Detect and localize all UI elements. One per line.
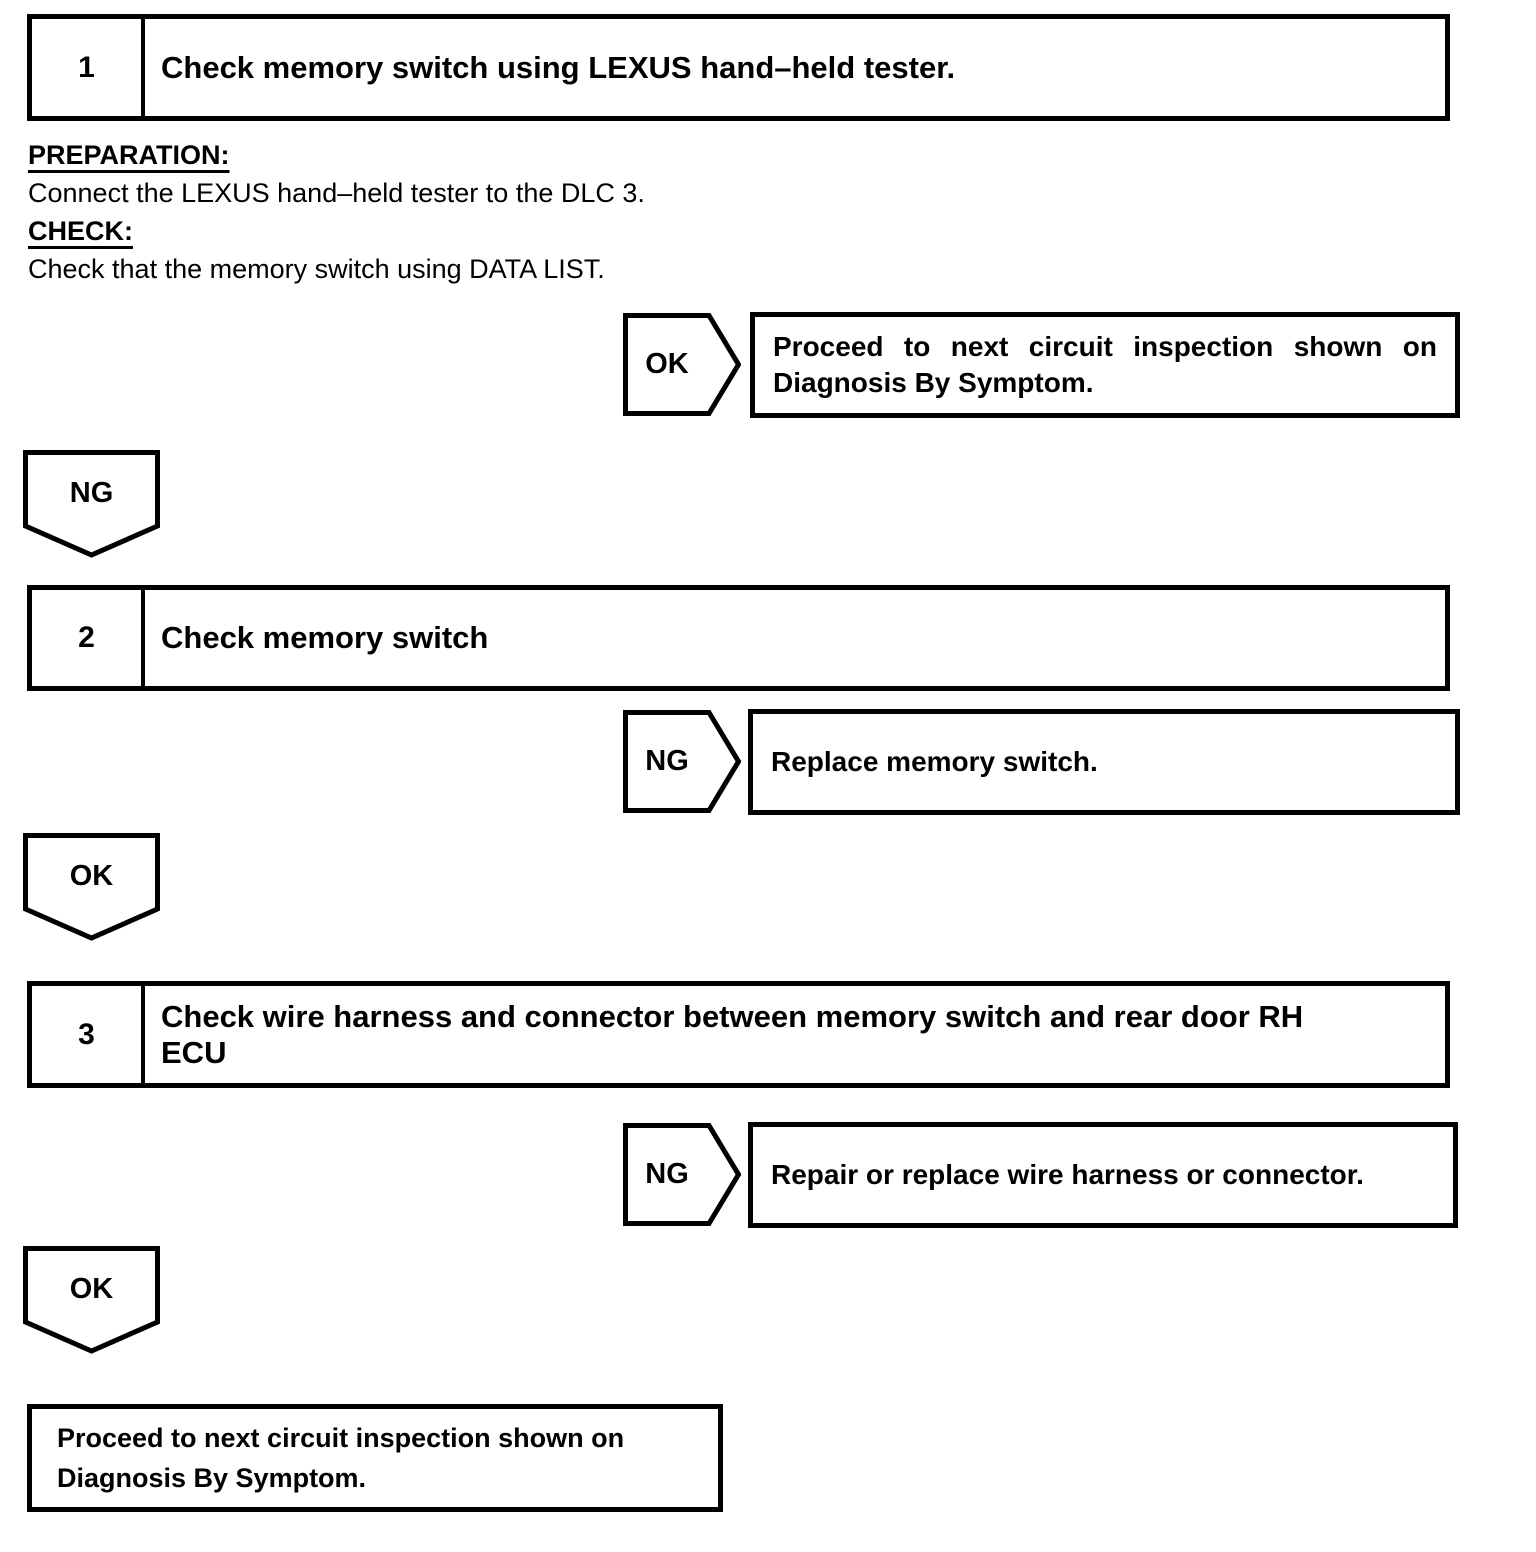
down-pentagon-icon	[23, 1246, 160, 1354]
ng-result-2-line1: Repair or replace wire harness or connec…	[771, 1159, 1364, 1190]
preparation-text: Connect the LEXUS hand–held tester to th…	[28, 178, 645, 208]
right-arrow-pentagon-icon	[623, 1123, 741, 1226]
check-text: Check that the memory switch using DATA …	[28, 254, 605, 284]
final-result-line1: Proceed to next circuit inspection shown…	[57, 1423, 625, 1453]
step-1-title-line1: Check memory switch using LEXUS hand–hel…	[161, 49, 956, 85]
step-3-title-line1: Check wire harness and connector between…	[161, 998, 1304, 1034]
step-2-number: 2	[32, 590, 145, 686]
ok-result-line2: Diagnosis By Symptom.	[773, 367, 1094, 398]
ng-connector-label: NG	[69, 476, 114, 509]
final-result-line2: Diagnosis By Symptom.	[57, 1463, 367, 1493]
step-2-title-line1: Check memory switch	[161, 620, 489, 655]
ok-connector-2: OK	[23, 1246, 160, 1354]
ng-branch-arrow-2: NG	[623, 1123, 741, 1226]
ng-result-1-line1: Replace memory switch.	[771, 746, 1098, 777]
ng-result-box-1: Replace memory switch.	[748, 709, 1460, 815]
step-3-number: 3	[32, 986, 145, 1083]
right-arrow-pentagon-icon	[623, 710, 741, 813]
step-2-box: 2 Check memory switch	[27, 585, 1450, 691]
step-1-number: 1	[32, 19, 145, 116]
down-pentagon-icon	[23, 450, 160, 558]
ok-branch-arrow: OK	[623, 313, 741, 416]
check-label: CHECK:	[28, 216, 133, 246]
ng-result-box-2: Repair or replace wire harness or connec…	[748, 1122, 1458, 1228]
final-result-box: Proceed to next circuit inspection shown…	[27, 1404, 723, 1512]
ok-result-box: Proceed to next circuit inspection shown…	[750, 312, 1460, 418]
ng-branch-arrow-1-label: NG	[645, 745, 689, 777]
step-3-title: Check wire harness and connector between…	[145, 986, 1445, 1083]
preparation-label: PREPARATION:	[28, 140, 230, 170]
step-1-title: Check memory switch using LEXUS hand–hel…	[145, 19, 1445, 116]
step-1-details: PREPARATION: Connect the LEXUS hand–held…	[28, 136, 1028, 288]
step-1-box: 1 Check memory switch using LEXUS hand–h…	[27, 14, 1450, 121]
down-pentagon-icon	[23, 833, 160, 941]
ok-connector-1: OK	[23, 833, 160, 941]
step-2-title: Check memory switch	[145, 590, 1445, 686]
ok-connector-2-label: OK	[69, 1272, 114, 1305]
ok-result-line1: Proceed to next circuit inspection shown…	[773, 331, 1437, 362]
step-3-title-line2: ECU	[161, 1034, 227, 1070]
ng-branch-arrow-1: NG	[623, 710, 741, 813]
right-arrow-pentagon-icon	[623, 313, 741, 416]
ok-branch-arrow-label: OK	[645, 348, 689, 380]
step-3-box: 3 Check wire harness and connector betwe…	[27, 981, 1450, 1088]
ng-branch-arrow-2-label: NG	[645, 1158, 689, 1190]
ok-connector-1-label: OK	[69, 859, 114, 892]
ng-connector: NG	[23, 450, 160, 558]
